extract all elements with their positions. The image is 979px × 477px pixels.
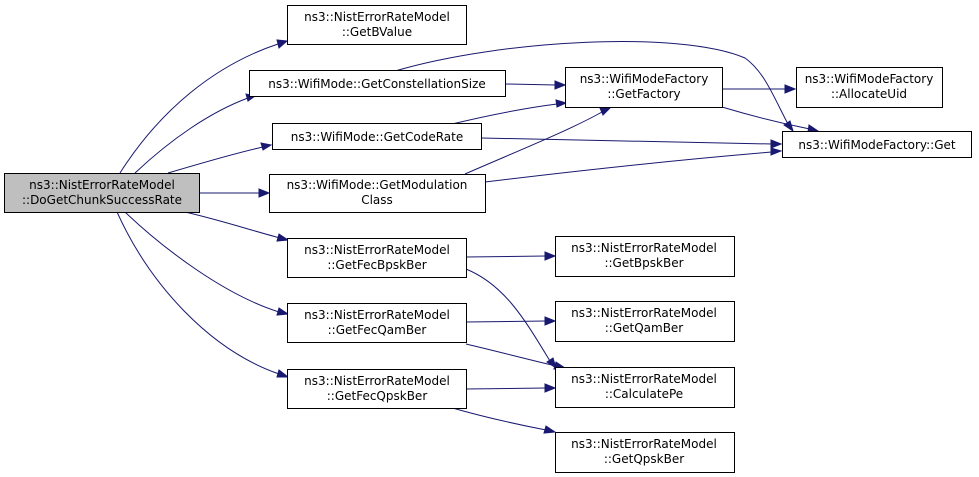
node-label-line-1: ns3::WifiModeFactory: [805, 72, 934, 86]
node-getfecbpskber[interactable]: ns3::NistErrorRateModel ::GetFecBpskBer: [287, 238, 467, 278]
node-label-line-2: ::DoGetChunkSuccessRate: [22, 193, 182, 207]
edge-fecqpsk-calculatepe: [465, 383, 557, 393]
nodes-layer: ns3::NistErrorRateModel ::DoGetChunkSucc…: [4, 5, 972, 473]
edge-root-coderate: [167, 142, 273, 174]
edge-root-fecbpsk: [184, 211, 290, 242]
edge-root-getbvalue: [119, 39, 289, 174]
node-label-line-2: Class: [361, 193, 393, 207]
node-getcoderate[interactable]: ns3::WifiMode::GetCodeRate: [272, 123, 482, 150]
node-label-line-1: ns3::NistErrorRateModel: [304, 10, 450, 24]
node-label-line-1: ns3::WifiMode::GetConstellationSize: [268, 77, 486, 91]
node-label-line-1: ns3::NistErrorRateModel: [304, 308, 450, 322]
node-label-line-1: ns3::WifiModeFactory: [580, 72, 709, 86]
node-label-line-1: ns3::NistErrorRateModel: [571, 306, 717, 320]
node-allocateuid[interactable]: ns3::WifiModeFactory ::AllocateUid: [796, 67, 943, 108]
node-label-line-1: ns3::WifiMode::GetCodeRate: [291, 130, 463, 144]
node-getmodulationclass[interactable]: ns3::WifiMode::GetModulation Class: [269, 174, 486, 213]
edge-coderate-getfactory: [451, 99, 568, 125]
node-label-line-2: ::CalculatePe: [605, 387, 683, 401]
edge-fecqpsk-qpskber: [448, 406, 557, 434]
edge-fecqam-qamber: [465, 316, 557, 326]
node-label-line-2: ::GetBpskBer: [604, 256, 683, 270]
node-getconstellationsize[interactable]: ns3::WifiMode::GetConstellationSize: [249, 70, 506, 97]
edge-root-modclass: [199, 188, 271, 198]
edge-root-fecqam: [124, 211, 290, 316]
edge-getfactory-allocateuid: [722, 84, 797, 94]
node-getbvalue[interactable]: ns3::NistErrorRateModel ::GetBValue: [287, 5, 467, 45]
node-label-line-1: ns3::NistErrorRateModel: [29, 178, 175, 192]
node-getfecqpskber[interactable]: ns3::NistErrorRateModel ::GetFecQpskBer: [287, 369, 467, 409]
node-label-line-1: ns3::NistErrorRateModel: [571, 437, 717, 451]
edge-fecbpsk-calculatepe: [465, 268, 557, 370]
node-getqpskber[interactable]: ns3::NistErrorRateModel ::GetQpskBer: [555, 432, 735, 473]
node-label-line-1: ns3::NistErrorRateModel: [304, 374, 450, 388]
node-getqamber[interactable]: ns3::NistErrorRateModel ::GetQamBer: [555, 301, 735, 342]
node-label-line-2: ::GetQamBer: [605, 321, 684, 335]
node-label-line-2: ::AllocateUid: [831, 87, 907, 101]
edge-root-fecqpsk: [116, 211, 290, 378]
edge-fecbpsk-bpskber: [465, 251, 557, 261]
node-label-line-2: ::GetFactory: [607, 87, 680, 101]
node-getbpskber[interactable]: ns3::NistErrorRateModel ::GetBpskBer: [555, 236, 735, 277]
node-dogetchunksuccessrate[interactable]: ns3::NistErrorRateModel ::DoGetChunkSucc…: [4, 173, 200, 213]
node-wifimodefactory-get[interactable]: ns3::WifiModeFactory::Get: [782, 131, 972, 158]
node-getfactory[interactable]: ns3::WifiModeFactory ::GetFactory: [565, 67, 723, 108]
node-calculatepe[interactable]: ns3::NistErrorRateModel ::CalculatePe: [555, 367, 735, 408]
node-label-line-1: ns3::NistErrorRateModel: [571, 241, 717, 255]
edge-root-constsize: [134, 93, 257, 174]
edge-fecqam-calculatepe: [465, 343, 567, 370]
edge-getfactory-wmfget: [721, 106, 820, 133]
node-label-line-1: ns3::NistErrorRateModel: [571, 372, 717, 386]
node-label-line-1: ns3::NistErrorRateModel: [304, 243, 450, 257]
edge-constsize-getfactory: [504, 80, 567, 90]
node-label-line-2: ::GetFecQpskBer: [327, 389, 428, 403]
node-getfecqamber[interactable]: ns3::NistErrorRateModel ::GetFecQamBer: [287, 303, 467, 343]
node-label-line-1: ns3::WifiMode::GetModulation: [287, 178, 468, 192]
node-label-line-1: ns3::WifiModeFactory::Get: [798, 138, 955, 152]
node-label-line-2: ::GetFecBpskBer: [327, 258, 426, 272]
edge-modclass-wmfget: [484, 147, 783, 183]
node-label-line-2: ::GetQpskBer: [604, 452, 684, 466]
edge-modclass-getfactory: [464, 107, 612, 175]
node-label-line-2: ::GetFecQamBer: [328, 323, 427, 337]
node-label-line-2: ::GetBValue: [342, 25, 412, 39]
edge-coderate-wmfget: [480, 137, 783, 149]
